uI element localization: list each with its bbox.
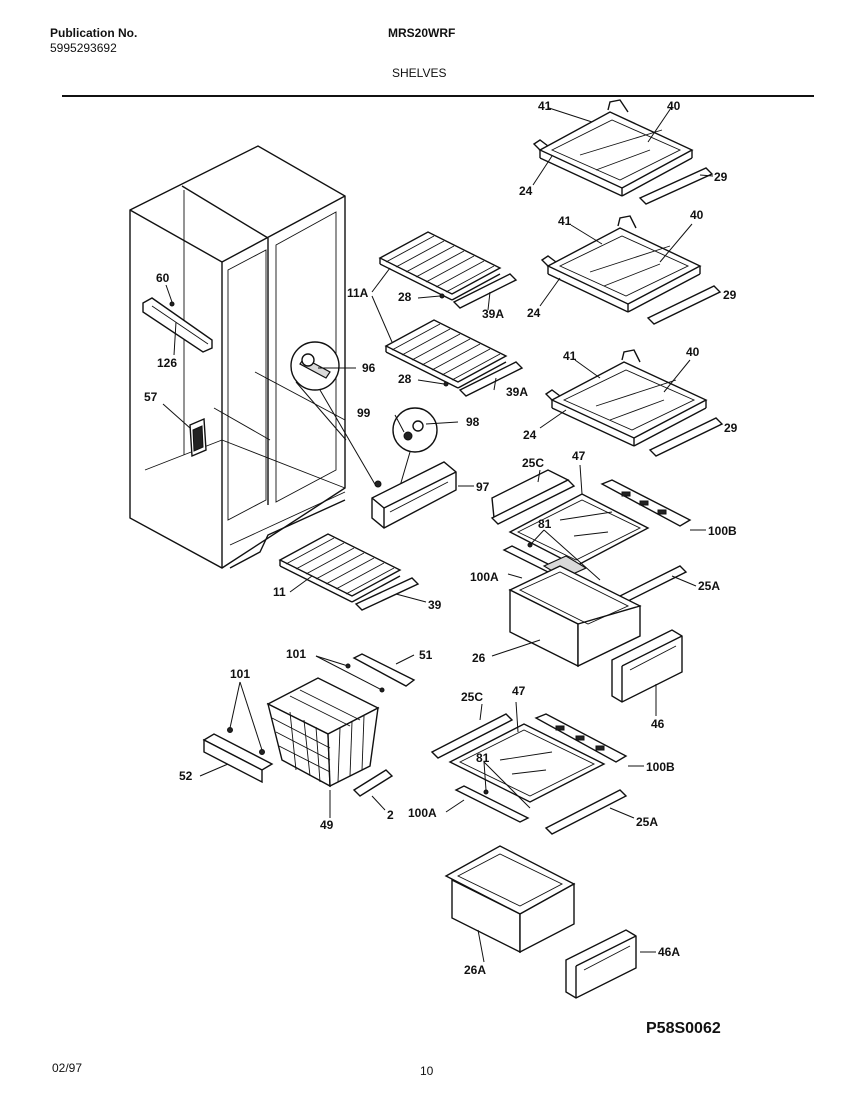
label-part-100B: 100B — [646, 760, 675, 774]
label-part-97: 97 — [476, 480, 490, 494]
label-part-25A: 25A — [636, 815, 659, 829]
label-part-41: 41 — [538, 99, 552, 113]
label-part-25A: 25A — [698, 579, 721, 593]
label-part-51: 51 — [419, 648, 433, 662]
label-part-26A: 26A — [464, 963, 487, 977]
label-part-46: 46 — [651, 717, 665, 731]
drawer-front-46 — [611, 629, 683, 716]
label-part-24: 24 — [519, 184, 533, 198]
label-part-47: 47 — [572, 449, 586, 463]
label-part-101: 101 — [286, 647, 307, 661]
label-part-24: 24 — [527, 306, 541, 320]
label-part-46A: 46A — [658, 945, 681, 959]
label-part-57: 57 — [144, 390, 158, 404]
crisper-drawer-26 — [491, 565, 642, 668]
label-part-52: 52 — [179, 769, 193, 783]
label-part-98: 98 — [466, 415, 480, 429]
part-126-bracket — [142, 284, 213, 356]
footer-date: 02/97 — [52, 1061, 83, 1075]
figure-code: P58S0062 — [646, 1020, 721, 1037]
label-part-99: 99 — [357, 406, 371, 420]
publication-number: 5995293692 — [50, 41, 117, 55]
publication-label: Publication No. — [50, 26, 138, 40]
damper-control-assembly — [290, 341, 474, 529]
label-part-60: 60 — [156, 271, 170, 285]
label-part-96: 96 — [362, 361, 376, 375]
label-part-25C: 25C — [522, 456, 545, 470]
label-part-40: 40 — [667, 99, 681, 113]
label-part-28: 28 — [398, 372, 412, 386]
label-part-2: 2 — [387, 808, 394, 822]
glass-shelf-top — [532, 99, 714, 205]
label-part-29: 29 — [724, 421, 738, 435]
label-part-81: 81 — [538, 517, 552, 531]
wire-shelf-11A-lower — [371, 295, 524, 397]
drawer-front-46A — [565, 929, 656, 999]
label-part-40: 40 — [686, 345, 700, 359]
label-part-41: 41 — [563, 349, 577, 363]
label-part-11A: 11A — [347, 286, 369, 300]
glass-shelf-lower — [539, 349, 724, 457]
label-part-39: 39 — [428, 598, 442, 612]
wire-shelf-11A-upper — [371, 231, 518, 311]
label-part-101: 101 — [230, 667, 251, 681]
label-part-100A: 100A — [408, 806, 437, 820]
label-part-100A: 100A — [470, 570, 499, 584]
label-part-39A: 39A — [506, 385, 529, 399]
label-part-24: 24 — [523, 428, 537, 442]
label-part-40: 40 — [690, 208, 704, 222]
label-part-81: 81 — [476, 751, 490, 765]
label-part-29: 29 — [714, 170, 728, 184]
label-part-28: 28 — [398, 290, 412, 304]
crisper-cover-lower — [430, 701, 644, 835]
part-57-light-switch — [162, 403, 207, 458]
refrigerator-cabinet — [129, 145, 346, 569]
crisper-cover-upper — [490, 464, 706, 609]
label-part-47: 47 — [512, 684, 526, 698]
freezer-basket-group — [199, 653, 416, 818]
label-part-41: 41 — [558, 214, 572, 228]
wire-shelf-11 — [278, 533, 427, 611]
label-part-25C: 25C — [461, 690, 484, 704]
label-part-26: 26 — [472, 651, 486, 665]
glass-shelf-middle — [539, 215, 722, 325]
model-number: MRS20WRF — [388, 26, 456, 40]
label-part-100B: 100B — [708, 524, 737, 538]
label-part-11: 11 — [273, 585, 286, 599]
section-title: SHELVES — [392, 66, 447, 80]
page-number: 10 — [420, 1064, 434, 1078]
label-part-49: 49 — [320, 818, 334, 832]
label-part-126: 126 — [157, 356, 178, 370]
label-part-39A: 39A — [482, 307, 505, 321]
crisper-drawer-26A — [444, 845, 576, 963]
label-part-29: 29 — [723, 288, 737, 302]
